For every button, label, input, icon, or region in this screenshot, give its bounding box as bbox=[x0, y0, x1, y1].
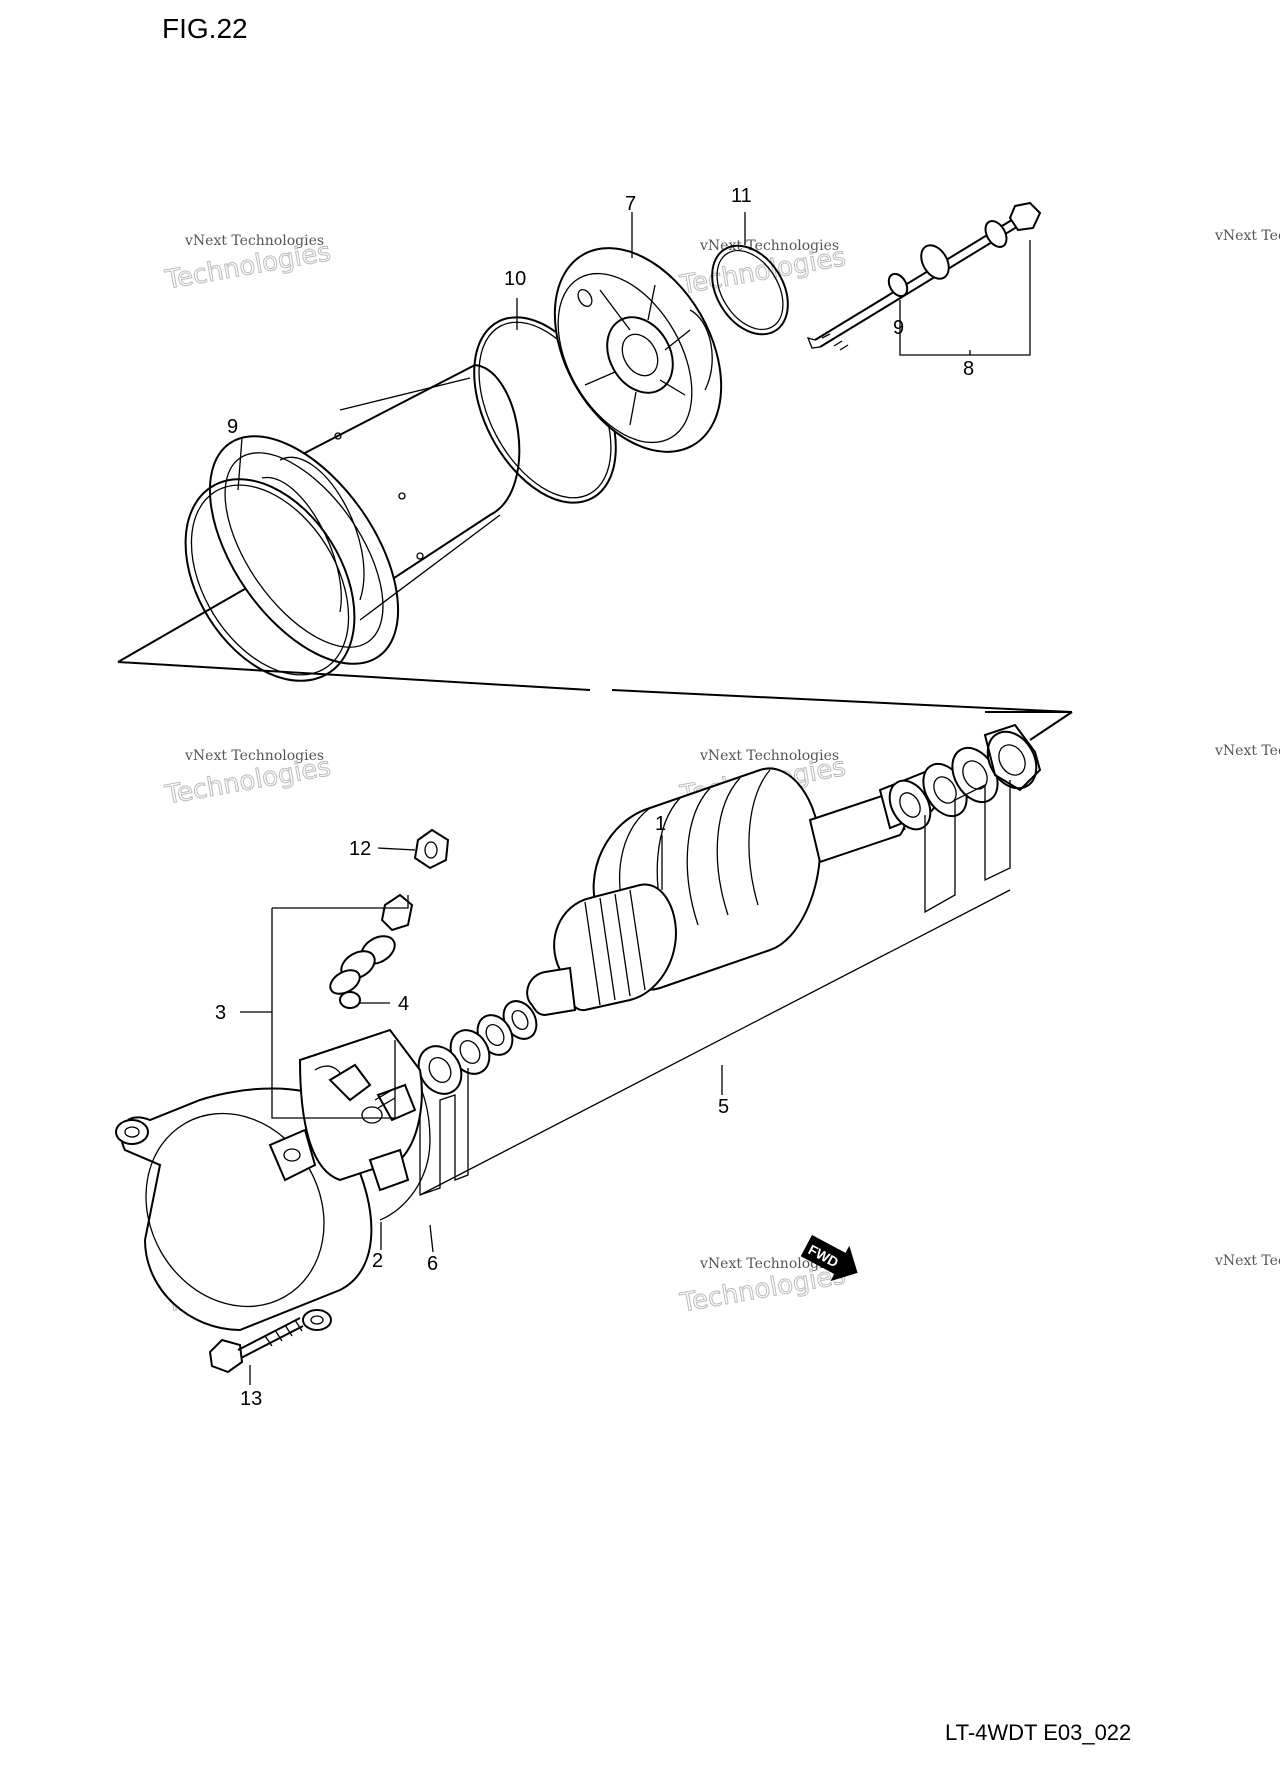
watermark-text: vNext Technologies bbox=[1214, 743, 1280, 759]
callout-8: 8 bbox=[963, 358, 974, 380]
bracket-3 bbox=[271, 908, 396, 1119]
callout-1: 1 bbox=[655, 813, 666, 835]
explode-guide-lines bbox=[117, 585, 1073, 741]
yoke-housing bbox=[208, 363, 521, 665]
figure-title: FIG.22 bbox=[162, 13, 248, 44]
leader-line bbox=[377, 847, 416, 851]
watermark-text: vNext Technologies bbox=[184, 233, 324, 249]
terminal-parts bbox=[329, 828, 450, 1109]
callout-10-upper: 10 bbox=[504, 268, 526, 290]
watermark-text: vNext Technologies bbox=[1214, 1253, 1280, 1269]
rear-housing bbox=[115, 1054, 431, 1332]
watermark-text: vNext Technologies bbox=[699, 1256, 839, 1272]
watermark-text: vNext Technologies bbox=[699, 238, 839, 254]
watermark: vNext Technologies bbox=[1214, 228, 1280, 244]
watermark: vNext Technologies bbox=[1214, 743, 1280, 759]
leader-line bbox=[237, 437, 243, 491]
watermark-text: vNext Technologies bbox=[184, 748, 324, 764]
end-cover bbox=[553, 247, 723, 453]
o-ring bbox=[184, 478, 356, 682]
bracket-8 bbox=[899, 240, 1031, 356]
callout-5: 5 bbox=[718, 1096, 729, 1118]
washer-stack-front bbox=[888, 723, 1042, 831]
through-bolt bbox=[806, 201, 1042, 351]
bracket-3-top bbox=[272, 895, 409, 909]
callout-2: 2 bbox=[372, 1250, 383, 1272]
bracket-5 bbox=[419, 780, 1011, 1196]
callout-3: 3 bbox=[215, 1002, 226, 1024]
watermark: vNext Technologies bbox=[1214, 1253, 1280, 1269]
watermark: vNext Technologies Technologies bbox=[162, 748, 334, 811]
callout-9-visible: 9 bbox=[893, 317, 904, 339]
watermark-text: vNext Technologies bbox=[699, 748, 839, 764]
leader-line bbox=[429, 1224, 434, 1253]
o-ring-small-inner bbox=[716, 249, 784, 331]
callout-12-visible: 12 bbox=[349, 838, 371, 860]
callout-10-lower: 9 bbox=[227, 416, 238, 438]
o-ring-inner bbox=[190, 484, 350, 676]
mounting-bolt bbox=[208, 1317, 304, 1374]
diagram-code: LT-4WDT E03_022 bbox=[945, 1720, 1131, 1745]
brush-holder bbox=[298, 1028, 423, 1192]
callout-13: 13 bbox=[240, 1388, 262, 1410]
watermark: vNext Technologies Technologies bbox=[162, 233, 334, 296]
o-ring-small bbox=[711, 244, 789, 336]
callout-11: 11 bbox=[731, 185, 752, 207]
watermark: vNext Technologies Technologies bbox=[677, 238, 849, 301]
washer-stack-rear bbox=[417, 1000, 538, 1095]
watermark-text: vNext Technologies bbox=[1214, 228, 1280, 244]
callout-6: 6 bbox=[427, 1253, 438, 1275]
callout-4: 4 bbox=[398, 993, 409, 1015]
armature bbox=[526, 767, 939, 1017]
callout-7: 7 bbox=[625, 193, 636, 215]
